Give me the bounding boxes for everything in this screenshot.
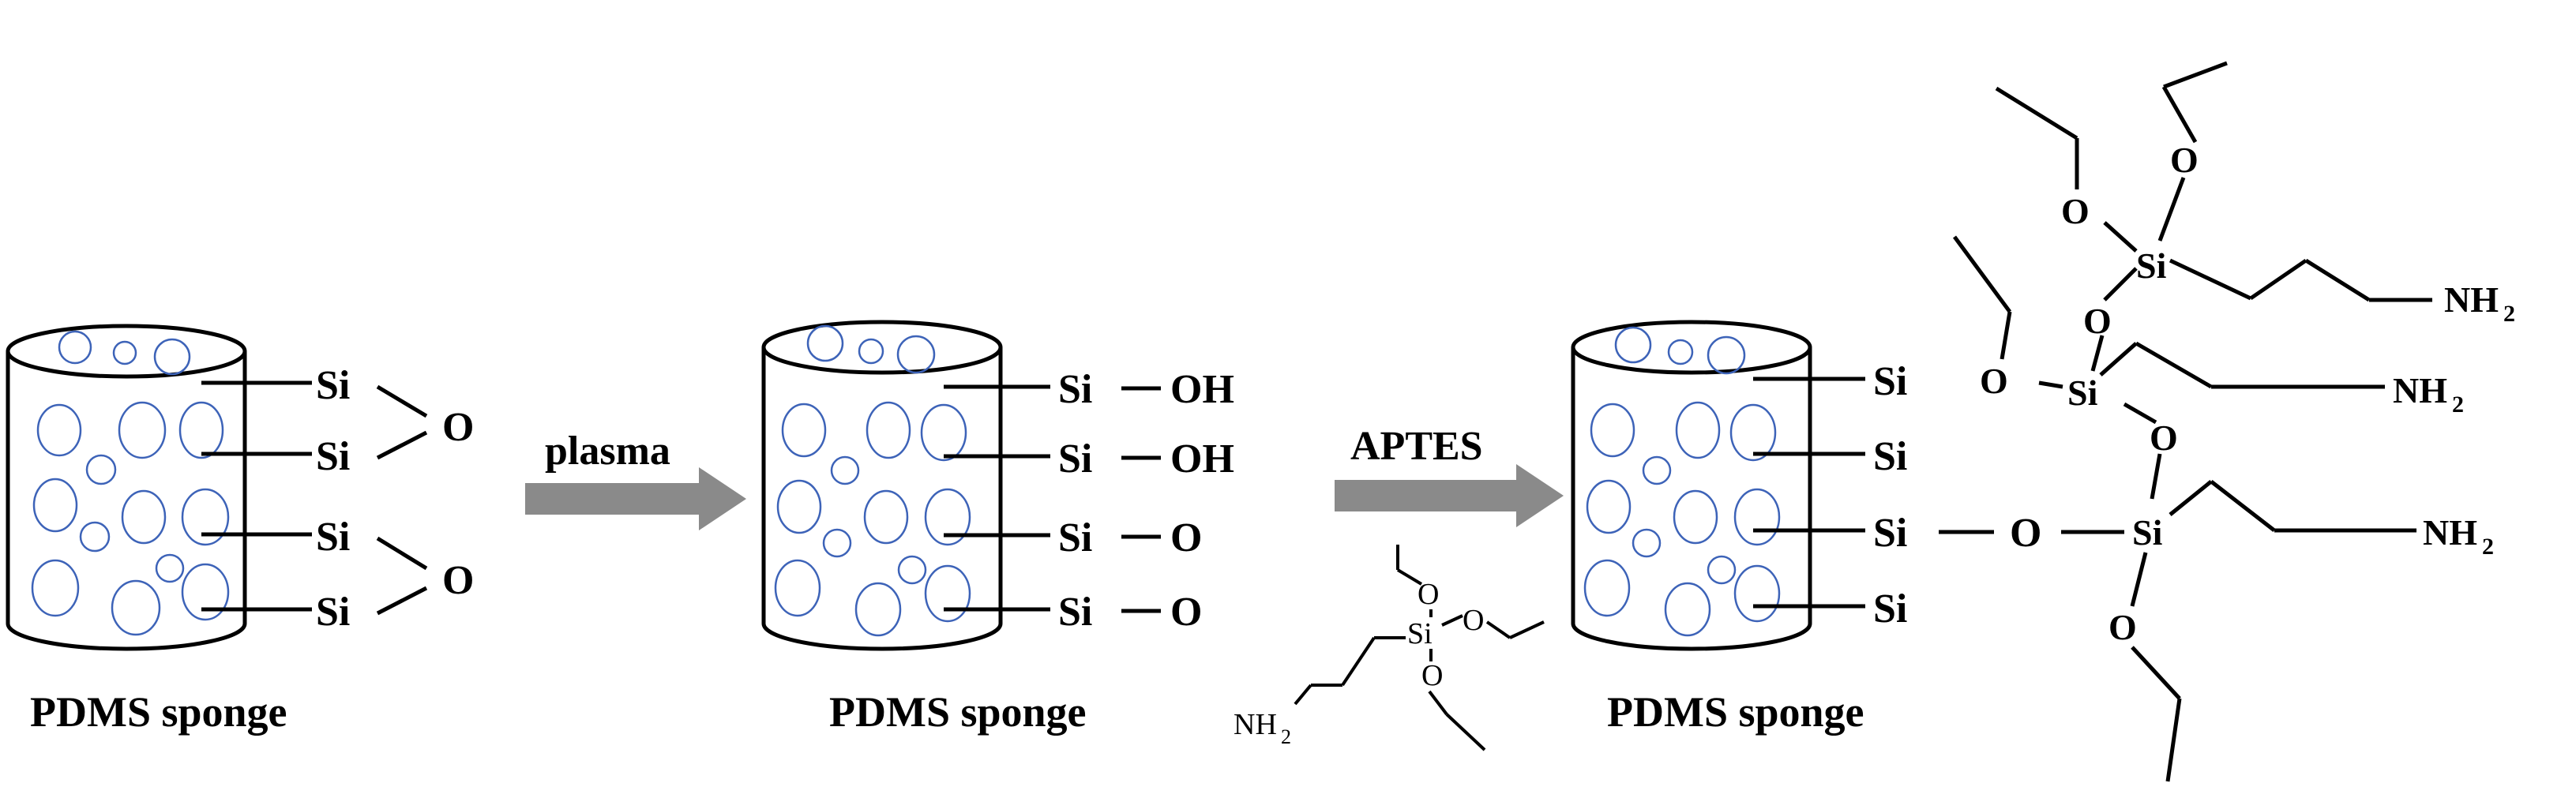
arrow-label-plasma: plasma [545, 429, 670, 474]
si-atom: Si [316, 434, 350, 479]
oxygen-atom: O [2061, 191, 2090, 231]
bridging-oxygen: O [442, 405, 474, 450]
si-atom: Si [1058, 436, 1092, 481]
sponge-caption: PDMS sponge [30, 688, 287, 736]
oxygen-atom: O [2083, 301, 2112, 341]
si-atom: Si [316, 590, 350, 635]
grafted-network: Si NH 2 O O Si NH 2 O O Si NH [1952, 61, 2515, 782]
amine-subscript: 2 [2452, 392, 2464, 418]
surface-bonds-1: Si Si Si Si O O [201, 363, 474, 635]
amine-group: NH [2393, 370, 2447, 410]
aptes-arrow: APTES [1335, 424, 1564, 527]
amine-group: NH [2444, 279, 2499, 320]
sponge-caption: PDMS sponge [1607, 688, 1864, 736]
amine-subscript: 2 [2503, 301, 2515, 327]
pores-2 [774, 324, 971, 637]
si-atom: Si [1058, 367, 1092, 412]
linking-oxygen: O [2010, 511, 2041, 556]
sponge-2: Si Si Si Si OH OH O O PDMS sponge [761, 320, 1234, 736]
amine-group: NH [1234, 708, 1277, 741]
amine-subscript: 2 [2482, 534, 2494, 560]
sponge-3: Si Si Si Si O PDMS sponge [1571, 320, 2124, 736]
hydroxyl-group: OH [1170, 436, 1234, 481]
oxygen-atom: O [2150, 418, 2178, 458]
bridging-oxygen: O [442, 558, 474, 603]
si-atom: Si [1058, 515, 1092, 560]
si-atom: Si [1873, 359, 1907, 404]
oxygen-atom: O [1170, 590, 1202, 635]
amine-group: NH [2423, 512, 2477, 553]
pores-3 [1583, 326, 1781, 637]
oxygen-atom: O [1980, 361, 2008, 401]
plasma-arrow: plasma [525, 429, 746, 530]
cylinder-2 [761, 320, 1003, 651]
oxygen-atom: O [1421, 659, 1443, 692]
silicon-atom: Si [2136, 245, 2167, 286]
si-atom: Si [1058, 590, 1092, 635]
surface-bonds-2: Si Si Si Si OH OH O O [944, 367, 1234, 635]
hydroxyl-group: OH [1170, 367, 1234, 412]
sponge-caption: PDMS sponge [829, 688, 1087, 736]
oxygen-atom: O [1463, 604, 1484, 637]
cylinder-1 [6, 324, 247, 651]
arrow-label-aptes: APTES [1350, 424, 1483, 469]
pores-1 [31, 330, 230, 636]
si-atom: Si [316, 363, 350, 408]
oxygen-atom: O [2170, 140, 2199, 180]
cylinder-3 [1571, 320, 1812, 651]
surface-bonds-3: Si Si Si Si O [1753, 359, 2124, 631]
oxygen-atom: O [2108, 607, 2137, 647]
si-atom: Si [316, 515, 350, 560]
oxygen-atom: O [1170, 515, 1202, 560]
si-atom: Si [1873, 434, 1907, 479]
oxygen-atom: O [1418, 578, 1439, 611]
silicon-atom: Si [1407, 617, 1433, 650]
amine-subscript: 2 [1281, 725, 1291, 748]
silicon-atom: Si [2067, 373, 2098, 413]
si-atom: Si [1873, 586, 1907, 631]
si-atom: Si [1873, 511, 1907, 556]
aptes-molecule: O Si O O NH 2 [1234, 545, 1545, 751]
sponge-1: Si Si Si Si O O PDMS sponge [6, 324, 474, 736]
silicon-atom: Si [2132, 512, 2163, 553]
